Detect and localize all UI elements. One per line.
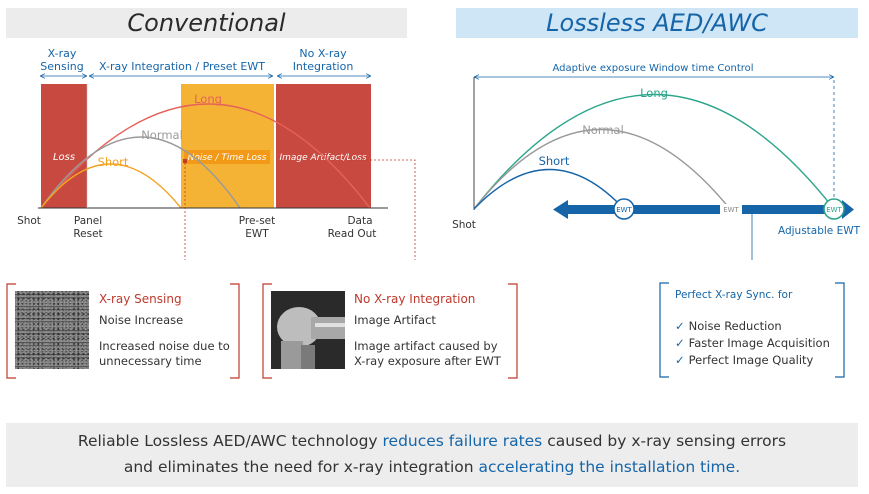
sync-box-title: Perfect X-ray Sync. for: [675, 289, 793, 301]
curve-short-label: Short: [98, 155, 129, 169]
integration-box-line2: Image artifact caused by X-ray exposure …: [354, 339, 501, 368]
sync-box: Perfect X-ray Sync. for ✓Noise Reduction…: [659, 282, 845, 378]
sync-item: ✓Noise Reduction: [675, 319, 782, 333]
aed-curve-short-label: Short: [539, 154, 570, 168]
knee-xray-image: [271, 291, 345, 369]
phase-noint-line2: Integration: [293, 60, 354, 73]
sync-item: ✓Perfect Image Quality: [675, 353, 814, 367]
integration-box-frame: [262, 283, 518, 379]
ewt-marker-long: EWT: [823, 198, 845, 220]
check-icon: ✓: [675, 336, 685, 350]
phase-noint-line1: No X-ray: [299, 47, 347, 60]
aed-diagram: Adaptive exposure Window time Control Lo…: [452, 63, 861, 260]
phase-sensing-line1: X-ray: [48, 47, 77, 60]
svg-text:EWT: EWT: [826, 206, 842, 214]
phase-sensing-line2: Sensing: [40, 60, 83, 73]
aed-adjustable-label: Adjustable EWT: [778, 225, 861, 237]
integration-box-line1: Image Artifact: [354, 313, 436, 327]
check-icon: ✓: [675, 319, 685, 333]
curve-normal: [40, 136, 241, 209]
zone-loss: [41, 84, 87, 208]
axis-shot: Shot: [17, 215, 41, 227]
sensing-box-line2: Increased noise due to unnecessary time: [99, 339, 230, 368]
sync-item: ✓Faster Image Acquisition: [675, 336, 830, 350]
conventional-title: Conventional: [6, 8, 407, 38]
ewt-marker-short: EWT: [613, 198, 635, 220]
zone-noise-label: Noise / Time Loss: [188, 153, 267, 163]
banner-line1: Reliable Lossless AED/AWC technology red…: [77, 432, 787, 450]
ewt-marker-normal: EWT: [720, 204, 742, 215]
integration-box-title: No X-ray Integration: [354, 292, 476, 306]
aed-title: Lossless AED/AWC: [456, 8, 858, 38]
sensing-box-line1: Noise Increase: [99, 313, 184, 327]
summary-banner: Reliable Lossless AED/AWC technology red…: [6, 423, 858, 487]
aed-curve-normal-label: Normal: [582, 123, 624, 137]
aed-curve-short: [473, 168, 625, 210]
sensing-box-title: X-ray Sensing: [99, 292, 182, 306]
curve-normal-label: Normal: [141, 128, 183, 142]
svg-text:EWT: EWT: [723, 206, 739, 214]
zone-artifact-label: Image Artifact/Loss: [279, 153, 366, 163]
curve-long-label: Long: [194, 92, 222, 106]
phase-integration-label: X-ray Integration / Preset EWT: [99, 60, 265, 73]
sensing-box-frame: [6, 283, 240, 379]
svg-text:EWT: EWT: [616, 206, 632, 214]
aed-shot-label: Shot: [452, 219, 476, 231]
aed-span-label: Adaptive exposure Window time Control: [552, 63, 753, 74]
banner-line2: and eliminates the need for x-ray integr…: [123, 458, 741, 476]
aed-curve-long-label: Long: [640, 86, 668, 100]
zone-loss-label: Loss: [53, 152, 75, 163]
sync-list: ✓Noise Reduction ✓Faster Image Acquisiti…: [675, 318, 830, 369]
check-icon: ✓: [675, 353, 685, 367]
integration-box-text: No X-ray Integration Image Artifact Imag…: [354, 292, 501, 369]
sync-box-frame: [659, 282, 845, 378]
zone-artifact: [276, 84, 371, 208]
noise-texture-image: [15, 291, 89, 369]
aed-curve-normal: [473, 129, 731, 210]
sensing-box-text: X-ray Sensing Noise Increase Increased n…: [99, 292, 230, 369]
curve-short: [40, 163, 182, 209]
aed-curve-long: [473, 94, 835, 210]
